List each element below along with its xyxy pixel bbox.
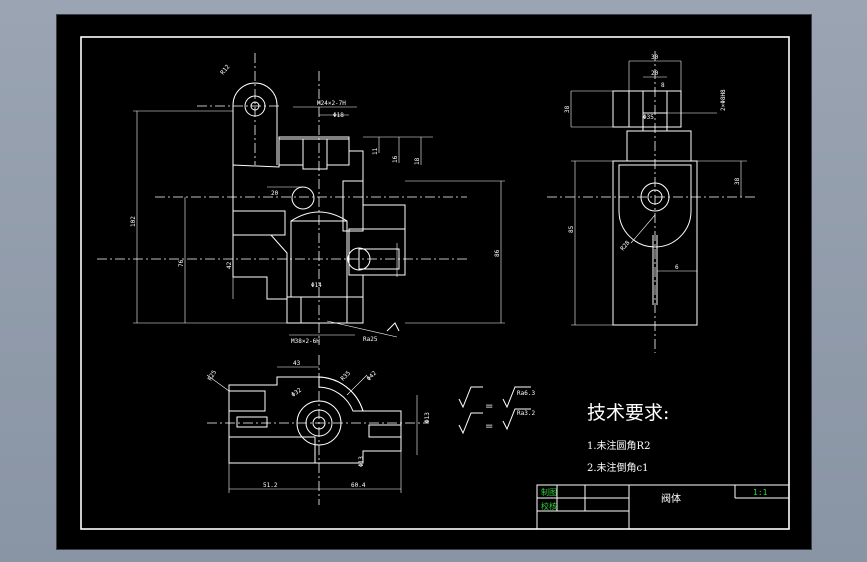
tb-scale: 1:1 <box>753 488 768 497</box>
tech-req-item-2: 2.未注倒角c1 <box>587 461 649 474</box>
side-view: 30 20 8 2×Φ8H8 38 Φ35 85 38 R28 6 <box>547 51 757 353</box>
dim-side-phi35: Φ35 <box>643 114 654 121</box>
dim-phi14: Φ14 <box>311 282 322 289</box>
dim-top-phi13: Φ13 <box>424 412 431 423</box>
dim-side-20: 20 <box>651 70 659 77</box>
dim-102: 102 <box>130 216 137 227</box>
dim-top-43: 43 <box>293 360 301 367</box>
dim-top-phi32: Φ32 <box>290 386 303 398</box>
tech-req-title: 技术要求: <box>587 402 669 424</box>
tb-drawn: 制图 <box>541 487 557 497</box>
dim-top-phi42: Φ42 <box>365 370 378 383</box>
roughness-eq-1: = <box>485 401 493 412</box>
dim-thread-top: M24×2-7H <box>317 100 346 107</box>
dim-top-51: 51.2 <box>263 482 278 489</box>
dim-76: 76 <box>178 259 185 267</box>
technical-requirements: 技术要求: 1.未注圆角R2 2.未注倒角c1 <box>587 402 669 474</box>
tech-req-item-1: 1.未注圆角R2 <box>587 439 650 452</box>
dim-side-85: 85 <box>568 225 575 233</box>
roughness-legend: = Ra6.3 = Ra3.2 <box>458 386 535 435</box>
dim-ra25: Ra25 <box>363 336 378 343</box>
dim-thread-bottom: M38×2-6H <box>291 338 320 345</box>
front-view: R12 M24×2-7H Φ18 11 16 18 20 102 76 86 4… <box>97 53 505 345</box>
dim-side-38: 38 <box>564 105 571 113</box>
dim-top-60: 60.4 <box>351 482 366 489</box>
dim-r12: R12 <box>219 63 232 76</box>
dim-side-6: 6 <box>675 264 679 271</box>
roughness-val-1: Ra6.3 <box>517 390 535 397</box>
dim-top-r35: R35 <box>339 370 352 383</box>
roughness-eq-2: = <box>485 421 493 432</box>
drawing-frame <box>80 36 790 530</box>
dim-18: 18 <box>414 157 421 165</box>
dim-side-thread: 2×Φ8H8 <box>720 89 727 111</box>
dim-16: 16 <box>392 155 399 163</box>
dim-side-30: 30 <box>651 54 659 61</box>
dim-42: 42 <box>226 261 233 269</box>
dim-side-d: 38 <box>734 177 741 185</box>
dim-11: 11 <box>372 147 379 155</box>
dim-86: 86 <box>494 249 501 257</box>
roughness-val-2: Ra3.2 <box>517 410 535 417</box>
dim-top-r25: R25 <box>207 369 219 382</box>
dim-bore-top: Φ18 <box>333 112 344 119</box>
drawing-sheet: R12 M24×2-7H Φ18 11 16 18 20 102 76 86 4… <box>56 14 812 550</box>
top-view: R25 43 R35 Φ42 Φ32 Φ13 Φ13 51.2 60.4 <box>207 355 431 505</box>
dim-top-phi13b: Φ13 <box>358 456 365 467</box>
dim-side-r28: R28 <box>619 239 632 252</box>
tb-part-name: 阀体 <box>661 492 681 505</box>
dim-side-8: 8 <box>661 82 665 89</box>
title-block: 制图 校核 阀体 1:1 <box>536 484 790 530</box>
cad-drawing: R12 M24×2-7H Φ18 11 16 18 20 102 76 86 4… <box>80 36 790 530</box>
dim-20: 20 <box>271 190 279 197</box>
tb-check: 校核 <box>541 501 557 511</box>
